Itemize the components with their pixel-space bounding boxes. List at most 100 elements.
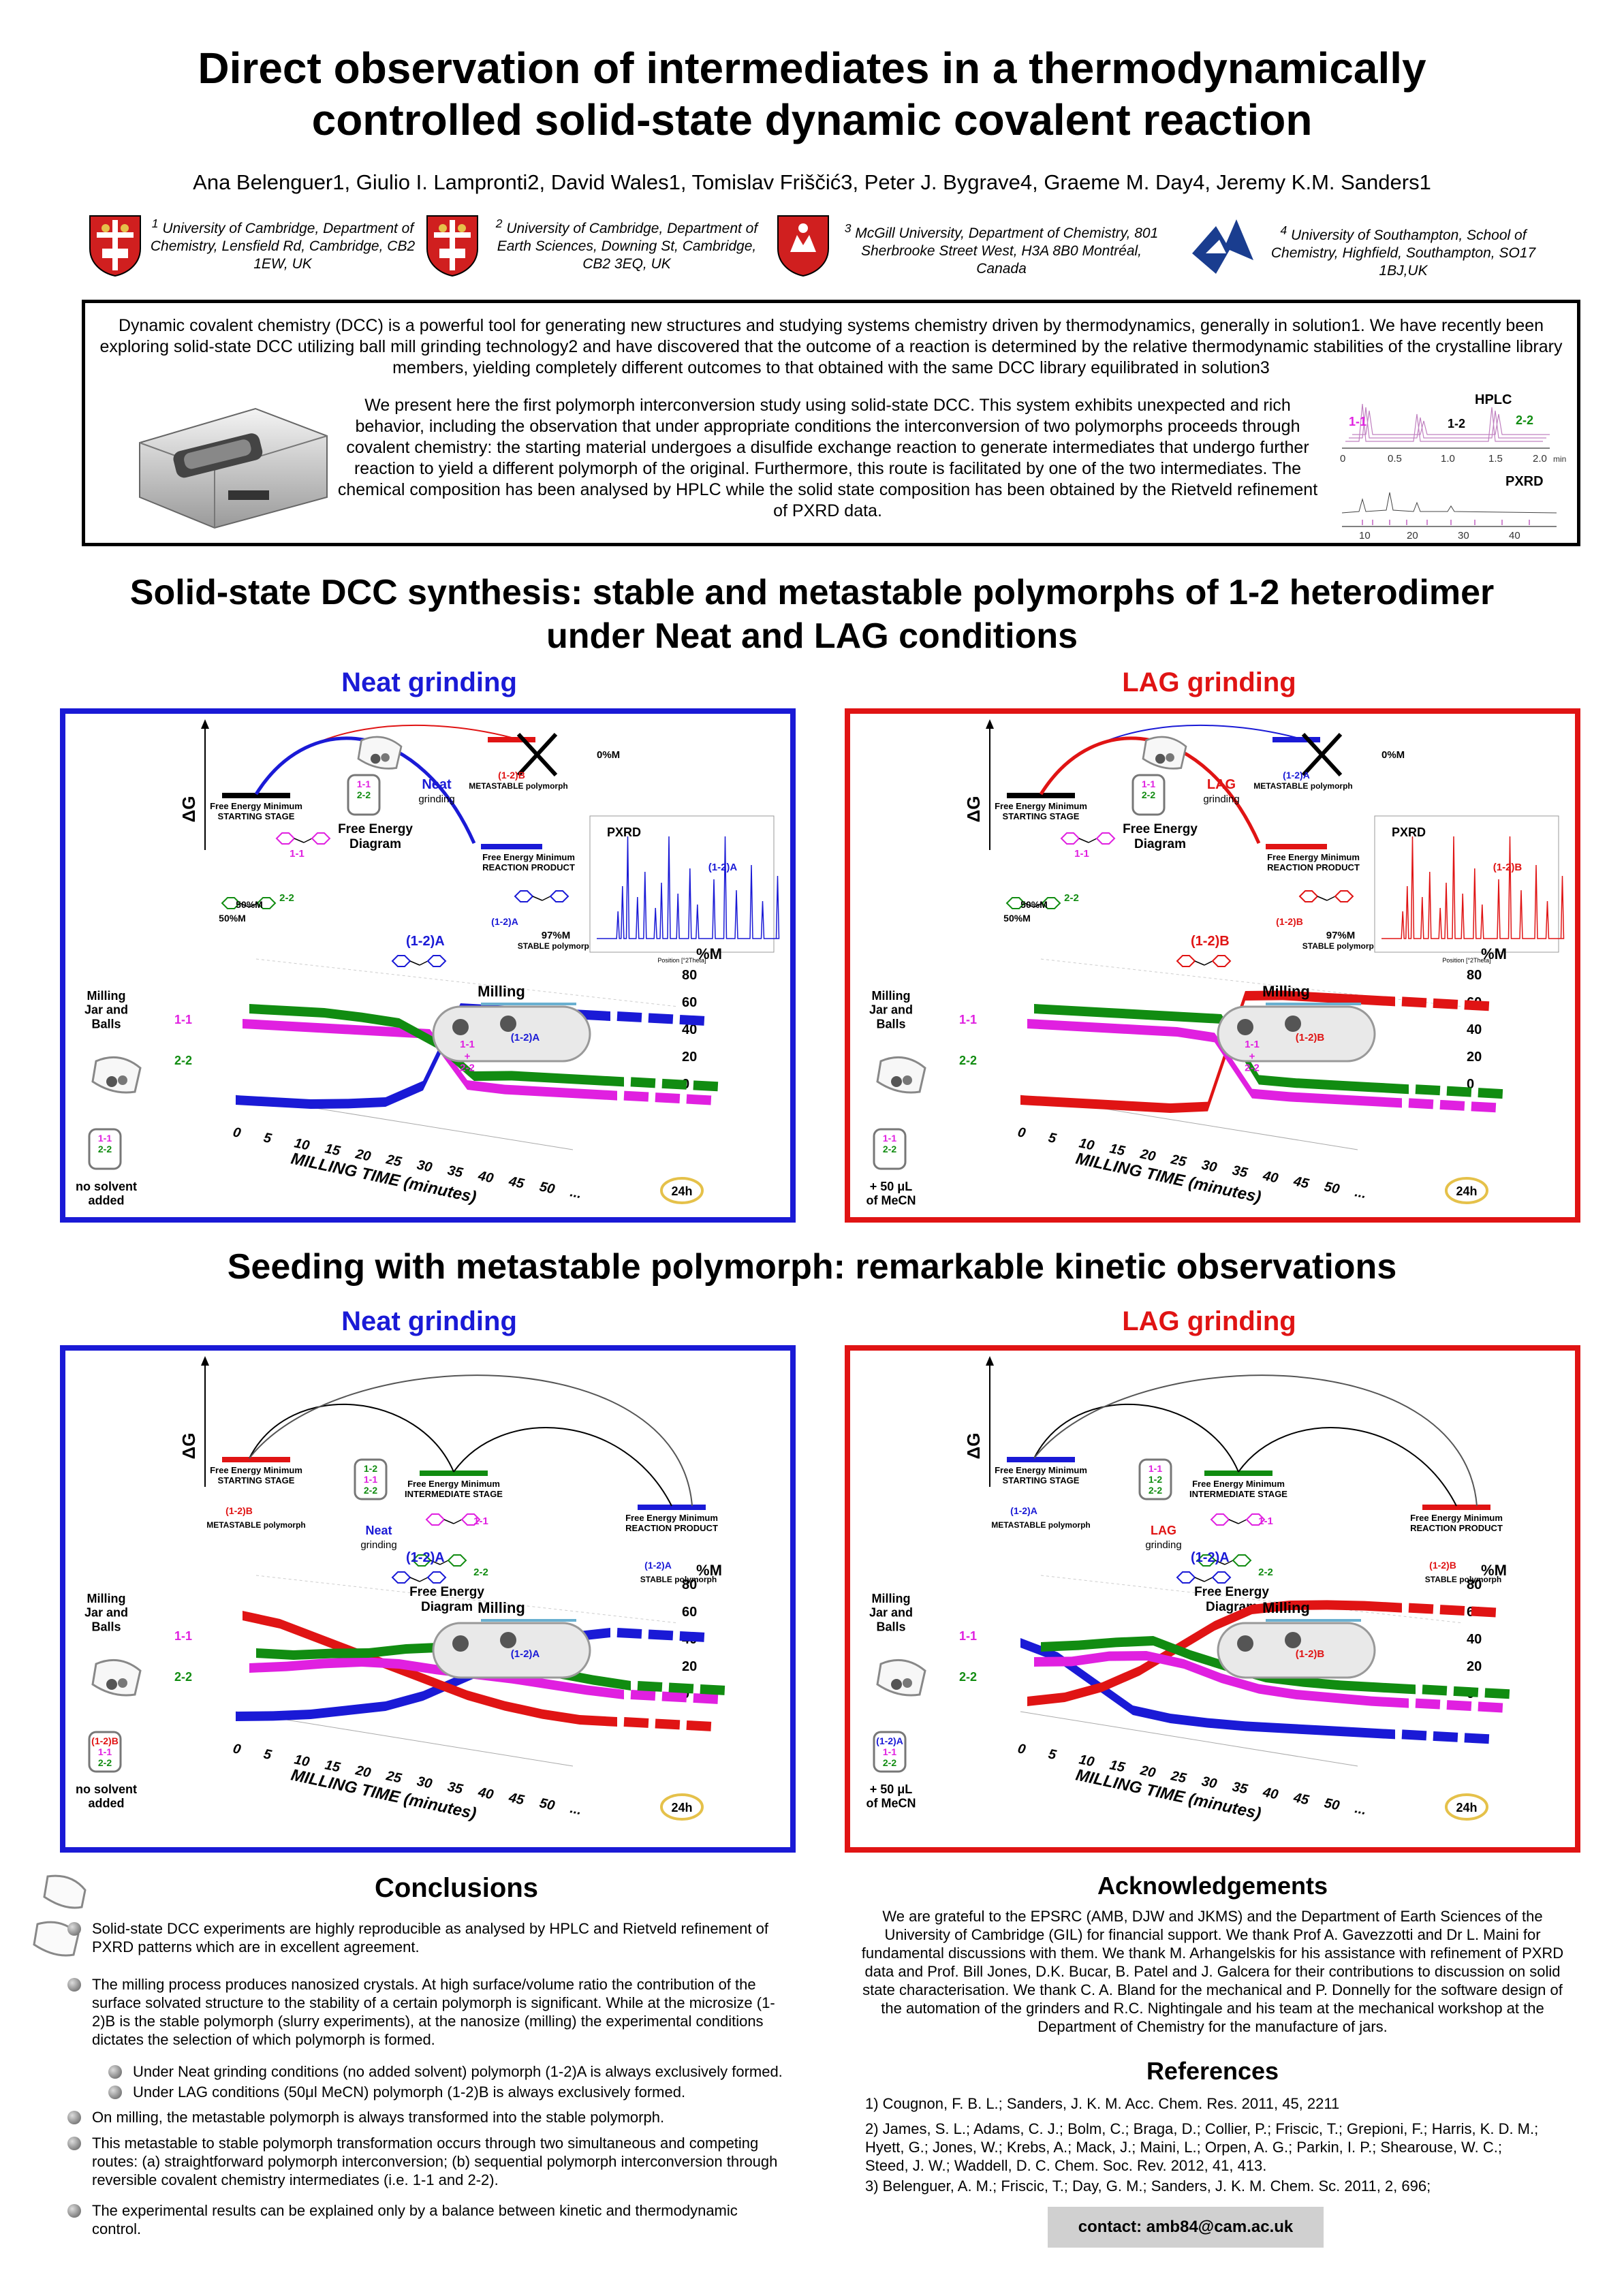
fig0-metastable-species: (1-2)B <box>498 770 525 781</box>
fig0-jar-label-line-0: Milling <box>87 989 126 1003</box>
fig1-product-fe-min: Free Energy Minimum <box>1267 852 1360 862</box>
fig0-ytick-60: 60 <box>682 995 697 1010</box>
fig3-species-22: 2-2 <box>1258 1567 1273 1578</box>
fig0-back-grid <box>255 958 679 1007</box>
fig3-ytick-80: 80 <box>1467 1577 1482 1592</box>
fig0-solvent-label-line-0: no solvent <box>76 1180 137 1193</box>
fig0-stable-label: STABLE polymorph <box>518 941 594 951</box>
fig0-milling-product: (1-2)A <box>511 1032 540 1043</box>
fig0-xtick-4: 20 <box>354 1146 372 1164</box>
poster-title: Direct observation of intermediates in a… <box>0 42 1624 146</box>
fig3-path-3 <box>1033 1374 1478 1507</box>
pxrd-tick-10: 10 <box>1359 530 1371 541</box>
fig3-ytick-20: 20 <box>1467 1659 1482 1674</box>
fig0-milling-reactants-line-2: 2-2 <box>460 1063 475 1074</box>
contact-email[interactable]: contact: amb84@cam.ac.uk <box>1048 2207 1324 2248</box>
fig2-xtick-0: 0 <box>232 1741 242 1757</box>
fig1-series-1-1-ribbon <box>1027 1019 1402 1108</box>
fig2-start-vial-label-1: 1-1 <box>98 1746 112 1757</box>
fig1-pct50-b: 50%M <box>1003 913 1031 924</box>
fig2-24h: 24h <box>671 1801 692 1814</box>
fig0-24h-ring <box>660 1177 704 1204</box>
fig1-start-vial <box>873 1128 907 1170</box>
fig1-solvent-label-line-1: of MeCN <box>866 1194 916 1208</box>
fig1-xtick-11: ... <box>1354 1184 1368 1201</box>
fig3-species-11: 1-1 <box>1258 1515 1273 1527</box>
fig3-xtick-2: 10 <box>1078 1752 1095 1770</box>
fig0-chart-top-species: (1-2)A <box>406 934 445 949</box>
fig3-start-vial-label-0: (1-2)A <box>876 1735 903 1746</box>
fig3-chart-top-molecule <box>1176 1571 1232 1584</box>
section-1-title: Solid-state DCC synthesis: stable and me… <box>0 571 1624 658</box>
fig1-start-vial-label-0: 1-1 <box>883 1133 896 1144</box>
fig0-xtick-7: 35 <box>446 1163 465 1180</box>
hplc-tick-4: 2.0 <box>1533 453 1547 465</box>
fig2-ytick-60: 60 <box>682 1605 697 1620</box>
fig2-ball-2 <box>500 1632 516 1648</box>
fig0-chart-top-molecule <box>391 955 447 967</box>
reference-1: 1) Cougnon, F. B. L.; Sanders, J. K. M. … <box>865 2095 1340 2112</box>
fig2-metastable-label: METASTABLE polymorph <box>206 1520 306 1530</box>
fig0-dg-label: ΔG <box>178 796 199 823</box>
acknowledgements-title: Acknowledgements <box>1097 1872 1328 1900</box>
fig2-path-2 <box>453 1427 672 1507</box>
fig2-jar-label-line-1: Jar and <box>84 1606 128 1620</box>
hplc-peak-1-2: 1-2 <box>1448 417 1465 430</box>
fig3-milling-capsule <box>1217 1622 1376 1679</box>
fig3-mode-vial-label-0: 1-1 <box>1149 1463 1162 1474</box>
fig1-metastable-species: (1-2)A <box>1283 770 1310 781</box>
hplc-tick-3: 1.5 <box>1488 453 1503 465</box>
fig1-xtick-7: 35 <box>1231 1163 1249 1180</box>
fig2-series-(1-2)B-ribbon <box>243 1611 617 1727</box>
lag-grinding-heading-1: LAG grinding <box>1122 667 1296 697</box>
fig0-xtick-9: 45 <box>507 1174 526 1192</box>
fig1-pxrd-box <box>1374 815 1559 953</box>
fig0-milling-reactants-line-0: 1-1 <box>460 1039 475 1050</box>
fig2-mode-vial-label-2: 2-2 <box>364 1485 377 1496</box>
fig3-xtick-8: 40 <box>1261 1784 1279 1802</box>
fig3-dg-arrow <box>986 1356 994 1366</box>
fig0-mode-grinding: grinding <box>418 793 454 805</box>
fig1-ytick-0: 0 <box>1467 1077 1474 1092</box>
fig3-series-(1-2)A-ribbon <box>1020 1638 1395 1740</box>
fig3-product-fe-min: Free Energy Minimum <box>1410 1513 1503 1523</box>
fig3-product-species: (1-2)B <box>1429 1560 1456 1571</box>
fig2-mode-vial-label-0: 1-2 <box>364 1463 377 1474</box>
fig2-path-1 <box>249 1403 454 1473</box>
fig0-species-11: 1-1 <box>290 848 304 860</box>
fig1-cross-2 <box>1301 732 1343 777</box>
fig2-series-(1-2)B-tail <box>623 1717 713 1731</box>
hplc-peak-2-2: 2-2 <box>1516 413 1533 427</box>
fig0-ytick-80: 80 <box>682 968 697 983</box>
fig3-path-2 <box>1238 1427 1457 1507</box>
intro-paragraph-1: Dynamic covalent chemistry (DCC) is a po… <box>99 316 1563 377</box>
fig2-solvent-label-line-1: added <box>88 1797 124 1810</box>
fig3-xtick-11: ... <box>1354 1801 1368 1818</box>
fig0-xtick-1: 5 <box>262 1130 273 1146</box>
fig2-path-3 <box>249 1374 693 1507</box>
fig0-product-species: (1-2)A <box>491 916 518 927</box>
fig3-xtick-1: 5 <box>1047 1746 1058 1763</box>
fig1-series-2-2-tail <box>1415 1084 1505 1099</box>
fig0-jar-label-line-2: Balls <box>91 1017 121 1031</box>
fig0-fe-diagram-line-1: Diagram <box>349 837 401 851</box>
fig0-ytick-20: 20 <box>682 1050 697 1065</box>
fig3-solvent-label-line-1: of MeCN <box>866 1797 916 1810</box>
conclusion-4: Under LAG conditions (50μl MeCN) polymor… <box>108 2083 787 2101</box>
fig0-solvent-label-line-1: added <box>88 1194 124 1208</box>
fig3-xtick-6: 30 <box>1200 1774 1218 1791</box>
fig3-xtick-7: 35 <box>1231 1779 1249 1797</box>
fig2-ytick-20: 20 <box>682 1659 697 1674</box>
fig1-ytick-40: 40 <box>1467 1022 1482 1037</box>
fig1-start-vial-label-1: 2-2 <box>883 1144 896 1154</box>
fig3-24h-ring <box>1445 1793 1488 1821</box>
fig1-mode-vial-label-1: 2-2 <box>1142 789 1155 800</box>
section-1-title-line-2: under Neat and LAG conditions <box>546 616 1078 656</box>
fig3-xtick-0: 0 <box>1016 1741 1027 1757</box>
fig2-molecule-11 <box>425 1513 481 1526</box>
fig0-chart-11: 1-1 <box>174 1013 192 1026</box>
fig3-start-vial <box>873 1731 907 1773</box>
fig2-fe-diagram-line-1: Diagram <box>421 1600 473 1614</box>
hplc-unit: min <box>1553 454 1566 464</box>
